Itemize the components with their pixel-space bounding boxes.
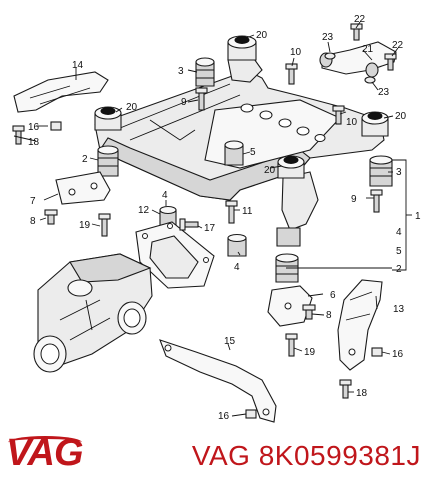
rubber-bushing-left (94, 106, 122, 131)
callout-18-left: 18 (28, 137, 40, 148)
callout-13: 13 (393, 304, 405, 315)
bolt-9-right (370, 189, 383, 213)
nut-16-left (50, 121, 62, 131)
callout-10-mid: 10 (346, 117, 358, 128)
bolt-9-left (195, 87, 208, 111)
mount-pad-upper-left (195, 57, 215, 87)
part-number-label: VAG 8K0599381J (191, 440, 421, 471)
callout-3-right: 3 (396, 167, 402, 178)
callout-20-top: 20 (256, 30, 268, 41)
callout-9-right: 9 (351, 194, 357, 205)
callout-5-center: 5 (250, 147, 256, 158)
bolt-18-left (12, 125, 25, 145)
bolt-10-mid (332, 105, 345, 125)
mount-pad-diff-rear (227, 233, 247, 257)
callout-19-right: 19 (304, 347, 316, 358)
bolt-22-top (350, 23, 363, 41)
callout-16-left: 16 (28, 122, 40, 133)
callout-6: 6 (330, 290, 336, 301)
bolt-11 (225, 200, 238, 224)
mounting-bracket-left (55, 171, 111, 205)
washer-23 (324, 52, 376, 84)
bolt-19-right (285, 333, 298, 357)
bolt-22-side (384, 53, 397, 71)
callout-23-side: 23 (378, 87, 390, 98)
bolt-19-left (98, 213, 111, 237)
callout-20-middle: 20 (264, 165, 276, 176)
callout-labels: 20 3 14 20 9 10 16 18 2 7 8 19 23 22 22 … (28, 14, 421, 422)
callout-4-lower: 4 (234, 262, 240, 273)
mount-pad-center (224, 140, 244, 166)
callout-16-bottom: 16 (218, 411, 230, 422)
callout-22-top: 22 (354, 14, 366, 25)
callout-12: 12 (138, 205, 150, 216)
mount-pad-right (369, 155, 393, 187)
callout-17: 17 (204, 223, 216, 234)
callout-14: 14 (72, 60, 84, 71)
callout-11: 11 (242, 206, 253, 217)
rubber-bushing-right (361, 111, 389, 137)
callout-5-right: 5 (396, 246, 402, 257)
differential-mount-plate (135, 221, 215, 289)
callout-7: 7 (30, 196, 36, 207)
callout-18-right: 18 (356, 388, 368, 399)
callout-15: 15 (224, 336, 236, 347)
callout-2-left: 2 (82, 154, 88, 165)
callout-21: 21 (362, 44, 374, 55)
nut-16-right (371, 347, 383, 357)
side-bracket-right (337, 279, 383, 371)
callout-20-left: 20 (126, 102, 138, 113)
rear-differential (33, 253, 153, 373)
callout-22-side: 22 (392, 40, 404, 51)
callout-4-right: 4 (396, 227, 402, 238)
vag-logo: VAG (6, 432, 84, 475)
nut-16-bottom (245, 409, 257, 419)
callout-4-diff: 4 (162, 190, 168, 201)
mount-pad-lower-right (275, 253, 299, 283)
bolt-8-left (44, 209, 58, 225)
mount-pad-lower-right-2 (276, 227, 301, 247)
callout-2-right: 2 (396, 264, 402, 275)
callout-1: 1 (415, 211, 421, 222)
callout-8-right: 8 (326, 310, 332, 321)
rubber-bushing-middle (277, 155, 305, 179)
callout-10-top: 10 (290, 47, 302, 58)
mount-pad-left (97, 145, 119, 177)
mounting-bracket-right (267, 285, 313, 327)
callout-8-left: 8 (30, 216, 36, 227)
rear-subframe (94, 55, 385, 231)
reinforcement-brace (159, 339, 277, 423)
rubber-bushing-top-center (227, 35, 257, 61)
callout-16-right: 16 (392, 349, 404, 360)
callout-9-left: 9 (181, 97, 187, 108)
callout-3-top: 3 (178, 66, 184, 77)
leader-lines (13, 21, 412, 417)
bolt-10-top (285, 63, 298, 85)
callout-23-top: 23 (322, 32, 334, 43)
logo-swoosh (8, 436, 82, 449)
heat-shield (13, 71, 109, 113)
control-link-arm (319, 41, 397, 78)
callout-19-left: 19 (79, 220, 91, 231)
bolt-17 (179, 218, 199, 231)
callout-20-right: 20 (395, 111, 407, 122)
bolt-18-right (339, 379, 352, 399)
